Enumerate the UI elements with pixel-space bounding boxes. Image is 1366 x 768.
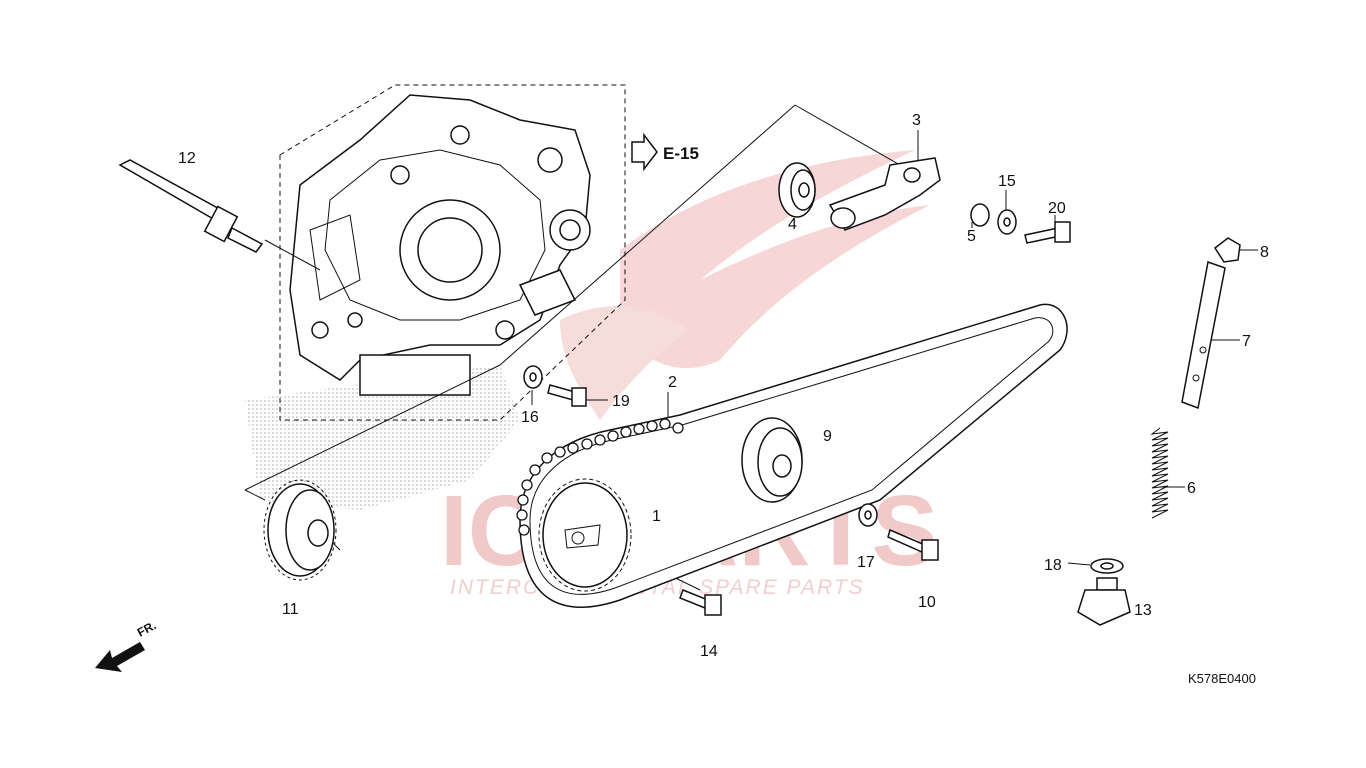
crankcase-illustration — [289, 94, 591, 396]
bolt-10 — [887, 528, 939, 561]
callout-11: 11 — [282, 601, 299, 618]
tensioner-roller-4 — [778, 162, 816, 218]
bolt-19 — [547, 384, 587, 407]
callout-15: 15 — [998, 173, 1016, 190]
callout-5: 5 — [967, 228, 976, 245]
callout-1: 1 — [652, 508, 661, 525]
callout-3: 3 — [912, 112, 921, 129]
callout-18: 18 — [1044, 557, 1062, 574]
front-arrow-icon — [95, 642, 145, 672]
collar-5 — [970, 203, 990, 227]
tensioner-arm-3 — [828, 157, 941, 231]
stud-bolt-12 — [118, 159, 264, 253]
callout-2: 2 — [668, 374, 677, 391]
wing-logo-watermark — [620, 150, 930, 369]
washer-17 — [858, 503, 878, 527]
callout-13: 13 — [1134, 602, 1152, 619]
callout-10: 10 — [918, 594, 936, 611]
cap-8 — [1213, 237, 1241, 263]
front-label: FR. — [135, 618, 159, 639]
section-arrow-label: E-15 — [663, 144, 699, 163]
bolt-20 — [1024, 221, 1071, 244]
dotted-shadow — [245, 365, 520, 510]
bolt-14 — [679, 589, 722, 616]
guide-roller-9 — [741, 417, 803, 503]
section-arrow: E-15 — [631, 132, 699, 172]
tensioner-lifter-7 — [1181, 261, 1226, 410]
callout-12: 12 — [178, 150, 196, 167]
crankcase-dashed-boundary — [279, 84, 626, 421]
section-arrow-icon — [631, 132, 658, 172]
washer-15 — [997, 209, 1017, 235]
callout-16: 16 — [521, 409, 539, 426]
spring-6 — [1150, 427, 1169, 519]
washer-18 — [1090, 558, 1124, 574]
callout-9: 9 — [823, 428, 832, 445]
callout-4: 4 — [788, 216, 797, 233]
callout-14: 14 — [700, 643, 718, 660]
wing-logo-watermark-lower — [560, 306, 690, 420]
callout-8: 8 — [1260, 244, 1269, 261]
cam-sprocket-11 — [263, 479, 337, 581]
callout-7: 7 — [1242, 333, 1251, 350]
washer-16 — [523, 365, 543, 389]
diagram-code: K578E0400 — [1188, 671, 1256, 686]
callout-6: 6 — [1187, 480, 1196, 497]
sealing-bolt-13 — [1077, 577, 1131, 626]
front-indicator: FR. — [95, 618, 158, 672]
callout-19: 19 — [612, 393, 630, 410]
callouts: 1 2 3 4 5 6 7 8 9 10 11 12 13 14 15 16 1… — [178, 112, 1269, 660]
callout-17: 17 — [857, 554, 875, 571]
crank-sprocket-1 — [538, 478, 632, 592]
callout-20: 20 — [1048, 200, 1066, 217]
